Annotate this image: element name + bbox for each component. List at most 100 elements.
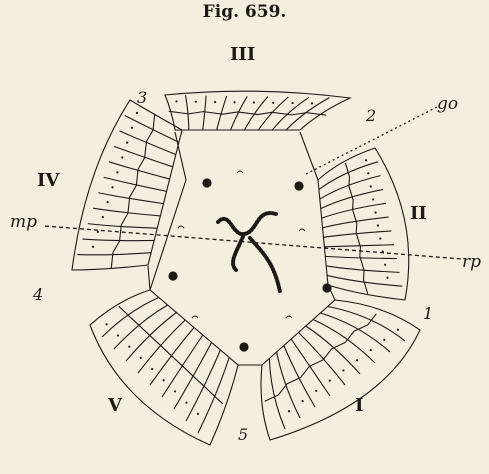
fan-iii-plate-line <box>186 95 189 130</box>
fan-iv-plate-line <box>77 253 151 255</box>
fan-iv-pore <box>116 171 118 173</box>
fan-ii-plate-line <box>325 256 397 258</box>
fan-i-plate-line <box>328 307 405 342</box>
pore-mark <box>299 229 305 231</box>
genital-pore <box>294 181 303 190</box>
fan-i-plate-line <box>284 346 315 408</box>
fan-iii-pore <box>214 101 216 103</box>
label-mp: mp <box>10 214 37 231</box>
pore-mark <box>192 316 198 318</box>
fan-v-pore <box>197 413 199 415</box>
fan-iv-plate-line <box>109 162 170 179</box>
fan-ii-pore <box>384 264 386 266</box>
genital-pore <box>168 271 177 280</box>
fan-iii-plate-line <box>217 96 227 130</box>
fan-v-pore <box>185 402 187 404</box>
fan-iv-pore <box>102 216 104 218</box>
fan-i-pore <box>329 380 331 382</box>
fan-iii-pore <box>272 102 274 104</box>
fan-iv-pore <box>131 127 133 129</box>
fan-i-plate-line <box>299 333 346 386</box>
label-number-5: 5 <box>238 427 248 443</box>
genital-pore <box>239 342 248 351</box>
fan-ii-pore <box>370 185 372 187</box>
fan-v-pore <box>163 379 165 381</box>
fan-iii-pore <box>175 100 177 102</box>
fan-iii-pore <box>233 101 235 103</box>
label-roman-ii: II <box>410 205 427 223</box>
label-go: go <box>437 96 458 113</box>
fan-i-pore <box>370 349 372 351</box>
label-rp: rp <box>462 254 481 271</box>
pore-mark <box>237 171 243 173</box>
fan-iv-pore <box>136 112 138 114</box>
fan-iii-pore <box>253 101 255 103</box>
label-number-1: 1 <box>423 306 433 322</box>
fan-ii-pore <box>365 159 367 161</box>
label-number-2: 2 <box>366 108 376 124</box>
fan-ii-pore <box>374 211 376 213</box>
label-number-3: 3 <box>137 90 147 106</box>
fan-iv-pore <box>107 201 109 203</box>
fan-iii-outline <box>165 91 350 130</box>
fan-ii <box>318 148 409 300</box>
fan-iv-plate-line <box>83 239 155 241</box>
label-number-4: 4 <box>33 287 43 303</box>
fan-i-plate-line <box>291 339 330 396</box>
fan-i-pore <box>397 329 399 331</box>
fan-ii-pore <box>386 277 388 279</box>
fan-v-pore <box>140 357 142 359</box>
genital-pore <box>322 283 331 292</box>
fan-i-outline <box>261 300 420 440</box>
fan-iv <box>72 100 182 270</box>
label-roman-iv: IV <box>37 172 59 190</box>
fan-v <box>90 290 238 445</box>
central-disc <box>148 132 335 365</box>
fan-ii-plate-line <box>322 203 386 218</box>
fan-i <box>261 300 420 440</box>
label-roman-v: V <box>108 397 122 415</box>
fan-i-plate-line <box>277 352 300 418</box>
fan-i-pore <box>315 390 317 392</box>
fan-iv-pore <box>121 156 123 158</box>
fan-i-pore <box>356 359 358 361</box>
fan-i-suture <box>265 314 377 402</box>
fan-v-pore <box>151 368 153 370</box>
fan-v-suture <box>119 306 223 404</box>
fan-v-pore <box>105 323 107 325</box>
fan-i-pore <box>288 410 290 412</box>
fan-i-plate-line <box>269 359 285 430</box>
ambulacral-fans <box>72 91 420 445</box>
fan-iv-pore <box>97 231 99 233</box>
pore-mark <box>286 316 292 318</box>
fan-ii-pore <box>379 237 381 239</box>
fan-ii-pore <box>367 172 369 174</box>
fan-v-pore <box>174 390 176 392</box>
label-roman-i: I <box>355 397 363 415</box>
fan-ii-plate-line <box>324 245 394 247</box>
central-canal <box>218 213 280 292</box>
disc-outline <box>148 132 335 365</box>
fan-iv-plate-line <box>125 115 179 142</box>
fan-iii-plate-line <box>203 96 206 130</box>
fan-ii-pore <box>372 198 374 200</box>
fan-i-pore <box>301 400 303 402</box>
fan-iii-pore <box>195 101 197 103</box>
fan-i-pore <box>383 339 385 341</box>
fan-i-pore <box>342 369 344 371</box>
fan-i-plate-line <box>320 313 390 352</box>
fan-ii-pore <box>377 224 379 226</box>
fan-iv-pore <box>92 246 94 248</box>
fan-ii-plate-line <box>320 176 381 199</box>
fan-v-outline <box>90 290 238 445</box>
fan-iii <box>165 91 350 130</box>
pore-mark <box>178 226 184 228</box>
fan-iv-pore <box>111 186 113 188</box>
fan-iii-pore <box>311 102 313 104</box>
fan-v-pore <box>117 334 119 336</box>
label-roman-iii: III <box>230 46 255 64</box>
genital-pore <box>202 178 211 187</box>
fan-iv-outline <box>72 100 182 270</box>
